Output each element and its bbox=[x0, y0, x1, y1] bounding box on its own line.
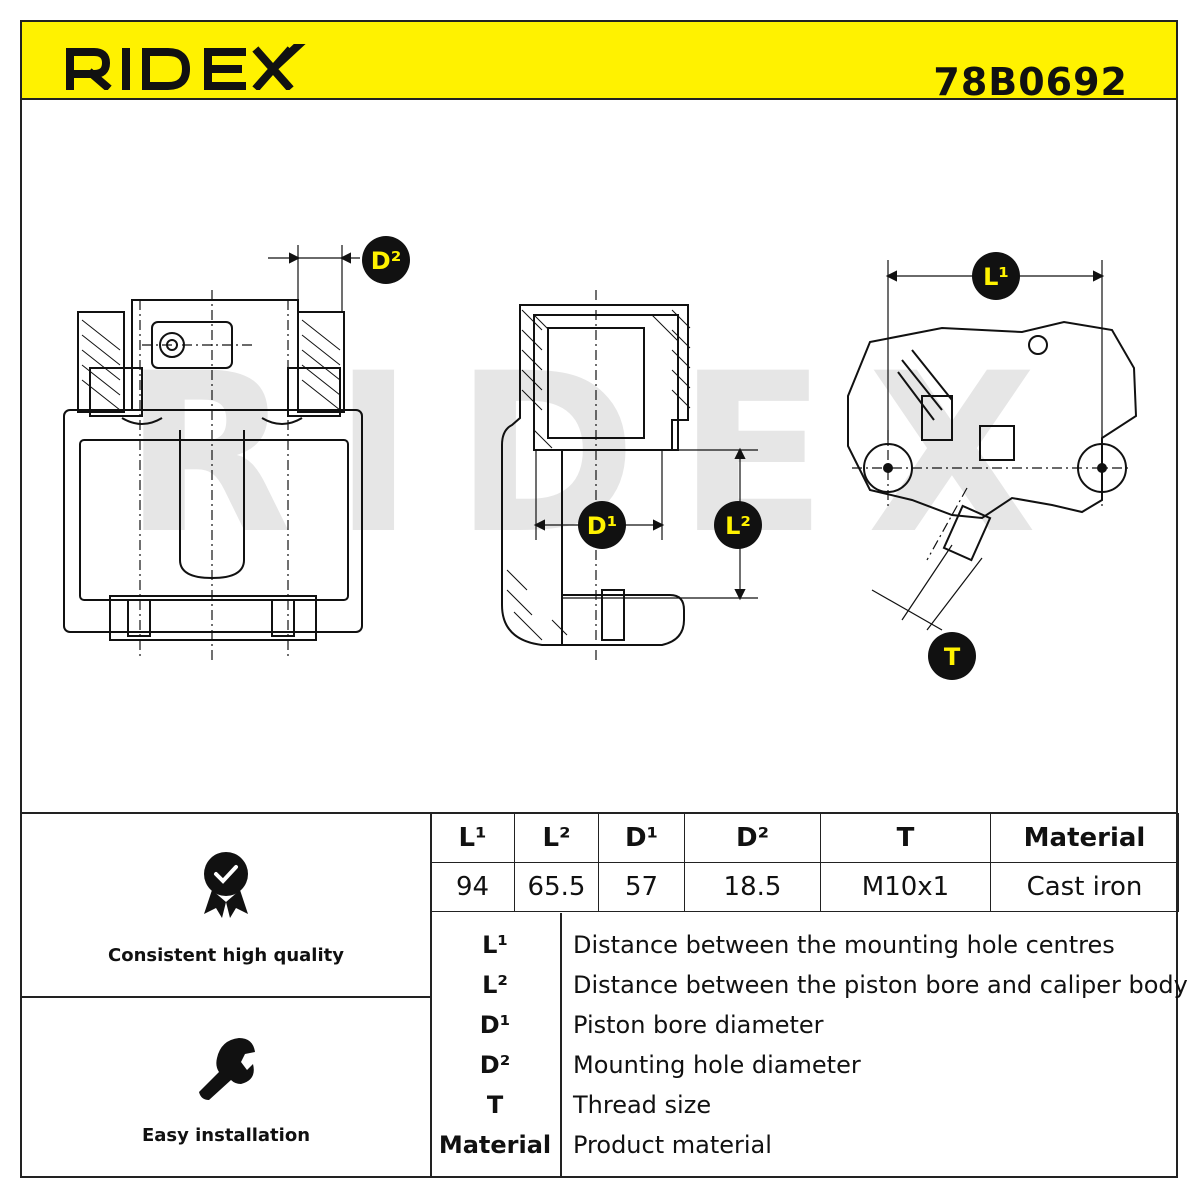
legend-row: L¹ Distance between the mounting hole ce… bbox=[430, 925, 1178, 965]
legend-text: Thread size bbox=[573, 1091, 712, 1119]
header-cell: L² bbox=[514, 813, 599, 863]
value-cell: 18.5 bbox=[684, 862, 821, 912]
wrench-icon bbox=[22, 1032, 430, 1107]
header-cell: T bbox=[820, 813, 991, 863]
header-cell: D² bbox=[684, 813, 821, 863]
svg-text:L¹: L¹ bbox=[983, 263, 1009, 291]
legend-row: D¹ Piston bore diameter bbox=[430, 1005, 1178, 1045]
l2-callout: L² bbox=[714, 501, 762, 549]
technical-drawing: RIDEX bbox=[22, 100, 1178, 812]
d2-callout: D² bbox=[362, 236, 410, 284]
specs-value-row: 94 65.5 57 18.5 M10x1 Cast iron bbox=[430, 862, 1179, 912]
header-bar: 78B0692 bbox=[20, 20, 1178, 104]
legend-row: L² Distance between the piston bore and … bbox=[430, 965, 1188, 1005]
legend-row: T Thread size bbox=[430, 1085, 1178, 1125]
feature-installation: Easy installation bbox=[22, 1032, 430, 1146]
legend-key: D¹ bbox=[479, 1011, 511, 1039]
legend-text: Product material bbox=[573, 1131, 772, 1159]
legend-text: Distance between the piston bore and cal… bbox=[573, 971, 1188, 999]
legend-divider bbox=[560, 913, 562, 1178]
svg-text:D¹: D¹ bbox=[587, 512, 617, 540]
value-cell: Cast iron bbox=[990, 862, 1179, 912]
caliper-drawings: RIDEX bbox=[63, 236, 1138, 680]
feature-quality: Consistent high quality bbox=[22, 850, 430, 966]
legend-key: L¹ bbox=[482, 931, 508, 959]
feature-column-divider bbox=[430, 812, 432, 1178]
t-callout: T bbox=[928, 632, 976, 680]
watermark: RIDEX bbox=[123, 326, 1077, 582]
svg-text:L²: L² bbox=[725, 512, 751, 540]
feature-label: Easy installation bbox=[141, 1125, 311, 1146]
feature-label: Consistent high quality bbox=[108, 945, 344, 966]
legend-key: D² bbox=[479, 1051, 511, 1079]
header-cell: Material bbox=[990, 813, 1179, 863]
legend-text: Mounting hole diameter bbox=[573, 1051, 861, 1079]
value-cell: 57 bbox=[598, 862, 685, 912]
header-cell: L¹ bbox=[430, 813, 515, 863]
legend-text: Piston bore diameter bbox=[573, 1011, 824, 1039]
feature-divider bbox=[20, 996, 430, 998]
l1-callout: L¹ bbox=[972, 252, 1020, 300]
legend-row: D² Mounting hole diameter bbox=[430, 1045, 1178, 1085]
quality-badge-icon bbox=[22, 850, 430, 925]
legend-text: Distance between the mounting hole centr… bbox=[573, 931, 1115, 959]
legend-row: Material Product material bbox=[430, 1125, 1178, 1165]
header-cell: D¹ bbox=[598, 813, 685, 863]
legend-key: Material bbox=[438, 1131, 552, 1159]
ridex-logo bbox=[64, 34, 314, 95]
specs-header-row: L¹ L² D¹ D² T Material bbox=[430, 813, 1179, 863]
caliper-front-view bbox=[63, 245, 363, 660]
legend-key: T bbox=[486, 1091, 504, 1119]
d1-callout: D¹ bbox=[578, 501, 626, 549]
value-cell: 94 bbox=[430, 862, 515, 912]
specs-table: L¹ L² D¹ D² T Material 94 65.5 57 18.5 M… bbox=[430, 813, 1179, 912]
value-cell: 65.5 bbox=[514, 862, 599, 912]
legend: L¹ Distance between the mounting hole ce… bbox=[430, 925, 1188, 1165]
caliper-section-view bbox=[501, 290, 758, 660]
legend-key: L² bbox=[482, 971, 508, 999]
part-number: 78B0692 bbox=[933, 60, 1128, 104]
caliper-rear-view bbox=[847, 260, 1138, 631]
svg-text:T: T bbox=[944, 643, 961, 671]
value-cell: M10x1 bbox=[820, 862, 991, 912]
svg-text:D²: D² bbox=[371, 247, 401, 275]
